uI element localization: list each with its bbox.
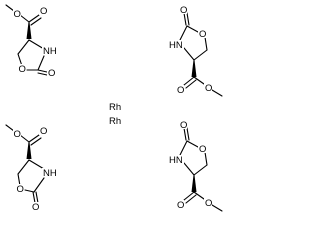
bond [193, 191, 205, 200]
atom-nh: HN [169, 40, 183, 51]
bond [37, 72, 48, 76]
atom-oxygen: O [14, 129, 21, 140]
bond [186, 140, 199, 148]
atom-oxygen: O [19, 64, 26, 75]
bond [32, 191, 36, 204]
atom-oxygen: O [199, 144, 206, 155]
atom-oxygen: O [17, 184, 24, 195]
bond [28, 14, 40, 23]
atom-oxygen: O [205, 83, 212, 94]
atom-oxygen: O [48, 68, 55, 79]
bond [30, 137, 42, 146]
rhodium-label: Rh [109, 102, 121, 113]
bond [30, 17, 42, 26]
ligand-bottom-left: O O O NH O [5, 124, 58, 213]
bond [37, 69, 48, 73]
bond [193, 49, 208, 61]
bond [185, 79, 197, 89]
bond [33, 177, 45, 193]
structure-drawing: O O O NH O O O HN O [5, 4, 223, 213]
bond [204, 36, 208, 51]
ligand-bottom-right: O O HN O O [168, 120, 223, 212]
bond [186, 25, 199, 33]
bond [183, 127, 187, 141]
bond [183, 47, 195, 61]
bond [5, 4, 15, 12]
atom-oxygen: O [205, 198, 212, 209]
bond [193, 164, 208, 176]
ligand-top-left: O O O NH O [5, 4, 58, 79]
bond [28, 39, 45, 50]
rhodium-label: Rh [109, 116, 121, 127]
bond [183, 76, 195, 86]
bond [183, 191, 195, 201]
bond [186, 127, 190, 141]
atom-nh: NH [43, 168, 57, 179]
atom-oxygen: O [180, 5, 187, 16]
bond [183, 162, 195, 176]
bond [35, 191, 39, 204]
atom-oxygen: O [177, 200, 184, 211]
atom-oxygen: O [32, 202, 39, 213]
bond [5, 124, 15, 132]
wedge-bond [191, 175, 197, 192]
atom-oxygen: O [177, 85, 184, 96]
bond [204, 151, 208, 166]
bond [193, 76, 205, 85]
atom-oxygen: O [180, 120, 187, 131]
atom-oxygen: O [40, 6, 47, 17]
atom-nh: NH [43, 46, 57, 57]
bond [186, 12, 190, 26]
bond [17, 39, 30, 55]
bond [28, 134, 40, 143]
bond [211, 89, 223, 97]
wedge-bond [26, 22, 32, 39]
atom-oxygen: O [40, 126, 47, 137]
bond [185, 194, 197, 204]
chemical-structure: O O O NH O O O HN O [5, 4, 223, 213]
rhodium-center: Rh Rh [109, 102, 121, 127]
bond [17, 159, 30, 175]
ligand-top-right: O O HN O O [168, 5, 223, 97]
bond [183, 12, 187, 26]
bond [28, 159, 45, 170]
wedge-bond [191, 60, 197, 77]
bond [37, 55, 45, 71]
bond [24, 189, 35, 193]
atom-nh: HN [169, 155, 183, 166]
atom-oxygen: O [14, 9, 21, 20]
bond [179, 140, 188, 156]
bond [19, 134, 30, 143]
bond [179, 25, 188, 41]
atom-oxygen: O [199, 29, 206, 40]
wedge-bond [26, 142, 32, 159]
bond [211, 204, 223, 212]
bond [19, 14, 30, 23]
